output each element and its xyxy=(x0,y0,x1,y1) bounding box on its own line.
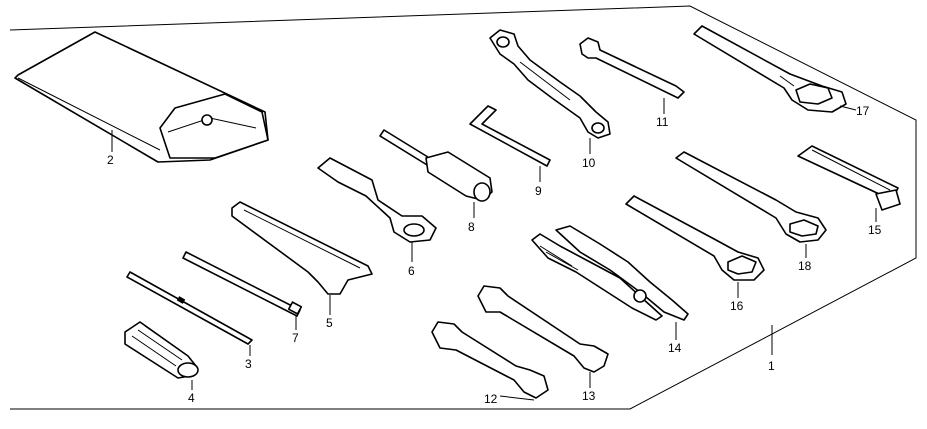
callout-10: 10 xyxy=(582,156,596,170)
open-end-wrench-13 xyxy=(477,285,609,388)
tool-pouch xyxy=(14,31,269,163)
open-end-wrench-small xyxy=(579,37,685,114)
callout-3: 3 xyxy=(245,357,252,371)
ring-wrench-long xyxy=(693,25,857,113)
callout-4: 4 xyxy=(188,391,195,405)
wrench-sleeve xyxy=(797,145,901,222)
spark-plug-socket xyxy=(379,129,493,218)
callout-7: 7 xyxy=(292,331,299,345)
callout-16: 16 xyxy=(730,299,744,313)
callout-18: 18 xyxy=(798,259,812,273)
ring-wrench-18 xyxy=(675,151,827,258)
kit-boundary xyxy=(9,5,917,410)
callout-17: 17 xyxy=(856,104,870,118)
double-offset-wrench xyxy=(489,29,611,154)
offset-box-wrench xyxy=(317,157,437,262)
pin-spanner xyxy=(231,201,373,315)
callout-14: 14 xyxy=(668,341,682,355)
ring-wrench-16 xyxy=(625,195,765,298)
callout-5: 5 xyxy=(326,316,333,330)
screwdriver-shaft xyxy=(126,271,253,356)
callout-6: 6 xyxy=(408,264,415,278)
callout-15: 15 xyxy=(868,223,882,237)
callout-13: 13 xyxy=(582,389,596,403)
callout-2: 2 xyxy=(107,153,114,167)
callout-9: 9 xyxy=(535,184,542,198)
screwdriver-handle xyxy=(124,321,199,390)
open-end-wrench-12 xyxy=(431,321,549,401)
screwdriver-bit xyxy=(182,251,303,330)
callout-8: 8 xyxy=(468,220,475,234)
hex-key xyxy=(469,105,551,182)
pliers xyxy=(531,225,689,340)
callout-11: 11 xyxy=(656,115,669,129)
callout-1: 1 xyxy=(768,359,775,373)
callout-12: 12 xyxy=(484,392,498,406)
